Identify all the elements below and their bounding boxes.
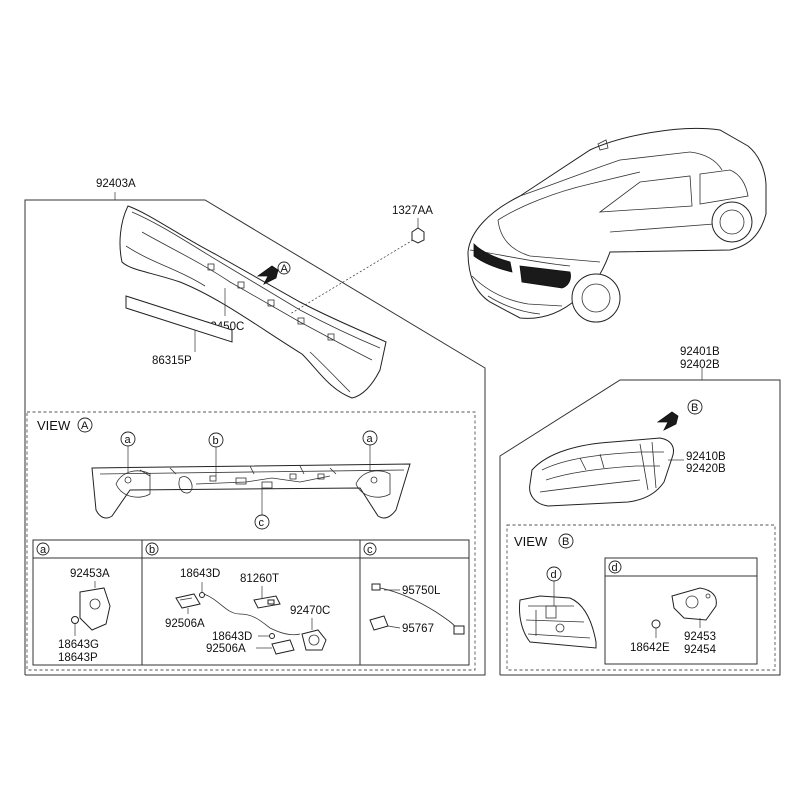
trunk-garnish-92450C <box>119 205 387 399</box>
car-illustration <box>467 127 767 323</box>
garnish-assy-frame <box>24 192 486 676</box>
emblem-strip-86315P <box>125 295 233 352</box>
view-b-arrow: B <box>656 399 703 431</box>
view-a-arrow: A <box>256 261 291 285</box>
lamp-housing-92506A-1 <box>175 593 201 614</box>
callout-a-right: a <box>362 430 378 472</box>
section-header-a: a <box>36 542 50 556</box>
view-a-letter: A <box>81 420 89 432</box>
callout-c: c <box>254 488 270 530</box>
part-label-92420B: 92420B <box>686 463 726 475</box>
bulb-18643D-1 <box>199 592 205 598</box>
part-label-92401B: 92401B <box>680 346 720 358</box>
tail-lamp-frame <box>499 368 781 676</box>
bulb-18642E <box>651 619 661 638</box>
part-label-95767: 95767 <box>402 623 434 635</box>
section-header-d: d <box>608 560 622 574</box>
view-a-title: VIEW <box>37 418 71 433</box>
svg-text:a: a <box>40 544 47 556</box>
part-label-95750L: 95750L <box>402 585 441 597</box>
bulb-18643D-2 <box>269 633 275 639</box>
view-b-box <box>506 524 776 671</box>
garnish-rear-view <box>91 463 411 519</box>
part-label-86315P: 86315P <box>152 355 192 367</box>
callout-d-left: d <box>546 566 562 606</box>
svg-text:d: d <box>551 569 557 581</box>
view-b-letter: B <box>562 536 569 548</box>
tail-lamp-92410B <box>529 437 674 507</box>
part-label-18643P: 18643P <box>58 652 98 664</box>
part-label-92506A-1: 92506A <box>165 618 205 630</box>
part-label-92403A: 92403A <box>96 178 136 190</box>
view-b-title: VIEW <box>514 534 548 549</box>
part-label-18643G: 18643G <box>58 639 99 651</box>
part-label-81260T: 81260T <box>240 573 279 585</box>
gasket-92453 <box>671 587 717 628</box>
part-label-18643D-1: 18643D <box>180 568 220 580</box>
lamp-housing-92506A-2 <box>256 639 295 655</box>
svg-text:a: a <box>125 434 132 446</box>
gasket-92453A <box>79 587 111 631</box>
svg-text:A: A <box>281 263 289 275</box>
part-label-92453: 92453 <box>684 631 716 643</box>
part-label-92470C: 92470C <box>290 605 330 617</box>
part-label-92410B: 92410B <box>686 451 726 463</box>
clip-1327AA <box>289 218 425 315</box>
part-label-18643D-2: 18643D <box>212 631 252 643</box>
part-label-92402B: 92402B <box>680 359 720 371</box>
svg-text:d: d <box>612 562 618 574</box>
svg-text:b: b <box>149 544 155 556</box>
part-label-18642E: 18642E <box>630 642 670 654</box>
part-label-92454: 92454 <box>684 644 717 656</box>
callout-a-left: a <box>120 431 136 472</box>
part-label-92453A: 92453A <box>70 568 110 580</box>
svg-text:c: c <box>259 517 265 529</box>
svg-text:a: a <box>367 433 374 445</box>
part-label-1327AA: 1327AA <box>392 205 433 217</box>
svg-text:c: c <box>367 544 373 556</box>
wiring-harness <box>203 586 301 636</box>
section-header-b: b <box>145 542 159 556</box>
svg-text:b: b <box>213 435 219 447</box>
part-label-92506A-2: 92506A <box>206 643 246 655</box>
bulb-18643G <box>71 616 79 636</box>
svg-text:B: B <box>691 402 698 414</box>
sensor-harness-95750L <box>371 583 465 635</box>
sensor-95767 <box>369 615 401 631</box>
camera-92470C <box>301 618 327 651</box>
view-a-box <box>26 411 476 671</box>
tail-lamp-rear-view <box>519 595 597 649</box>
detail-table-d <box>604 557 758 665</box>
callout-b: b <box>208 432 224 476</box>
section-header-c: c <box>363 542 377 556</box>
detail-table-abc <box>32 539 470 666</box>
